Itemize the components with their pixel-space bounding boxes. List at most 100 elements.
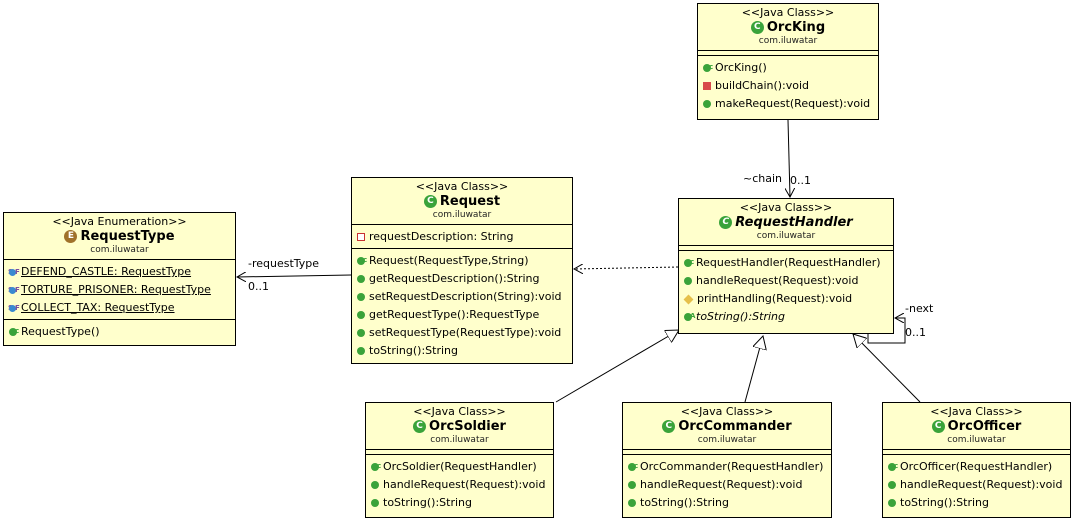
field-requestdescription: requestDescription: String [352,228,572,246]
method-handlerequest: handleRequest(Request):void [366,476,553,494]
method-handlerequest: handleRequest(Request):void [623,476,831,494]
field-defend-castle: DEFEND_CASTLE: RequestType [4,263,235,281]
association-next [867,318,906,344]
public-method-icon [357,311,365,319]
method-tostring: toString():String [883,494,1070,512]
generalization-orcofficer [853,334,921,403]
generalization-orcsoldier [555,330,679,403]
class-icon: C [662,420,676,433]
method-setrequestdescription: setRequestDescription(String):void [352,288,572,306]
class-icon: C [423,195,437,208]
protected-method-icon [683,294,694,304]
field-torture-prisoner: TORTURE_PRISONER: RequestType [4,281,235,299]
public-method-icon [684,277,692,285]
constructor-icon [888,457,898,475]
method-requesthandler-ctor: RequestHandler(RequestHandler) [679,253,893,272]
requesttype-role-label: -requestType [248,257,320,270]
package-label: com.iluwatar [90,245,149,255]
chain-multiplicity-label: 0..1 [790,174,811,187]
constructor-icon [684,253,694,271]
method-orccommander-ctor: OrcCommander(RequestHandler) [623,457,831,476]
enum-icon: E [64,230,78,243]
public-method-icon [357,275,365,283]
public-method-icon [357,347,365,355]
package-label: com.iluwatar [758,36,818,46]
constructor-icon [357,251,367,269]
method-handlerequest: handleRequest(Request):void [883,476,1070,494]
method-request-ctor: Request(RequestType,String) [352,251,572,270]
class-icon: C [413,420,427,433]
private-field-icon [357,233,365,241]
abstract-method-icon [684,307,695,325]
abstract-class-icon: C [719,216,733,229]
method-orcsoldier-ctor: OrcSoldier(RequestHandler) [366,457,553,476]
method-tostring: toString():String [352,342,572,360]
generalization-orccommander [744,336,763,403]
package-label: com.iluwatar [432,210,492,220]
next-role-label: -next [905,302,934,315]
method-buildchain: buildChain():void [698,77,878,95]
stereotype-label: <<Java Class>> [415,180,509,193]
stereotype-label: <<Java Class>> [680,405,774,418]
stereotype-label: <<Java Class>> [741,6,835,19]
method-getrequestdescription: getRequestDescription():String [352,270,572,288]
public-method-icon [628,481,636,489]
public-method-icon [888,481,896,489]
method-requesttype-ctor: RequestType() [4,322,235,341]
association-requesttype [237,275,352,277]
method-orcking-ctor: OrcKing() [698,58,878,77]
next-multiplicity-label: 0..1 [905,326,926,339]
method-printhandling: printHandling(Request):void [679,290,893,308]
method-setrequesttype: setRequestType(RequestType):void [352,324,572,342]
class-icon: C [750,21,764,34]
public-method-icon [371,499,379,507]
public-method-icon [371,481,379,489]
static-final-field-icon [8,281,20,299]
method-tostring-abstract: toString():String [679,307,893,326]
public-method-icon [703,100,711,108]
static-final-field-icon [8,263,20,281]
stereotype-label: <<Java Enumeration>> [52,215,187,228]
class-icon: C [931,420,945,433]
method-tostring: toString():String [623,494,831,512]
requesttype-multiplicity-label: 0..1 [248,280,269,293]
method-orcofficer-ctor: OrcOfficer(RequestHandler) [883,457,1070,476]
static-final-field-icon [8,299,20,317]
package-label: com.iluwatar [947,435,1006,445]
public-method-icon [628,499,636,507]
stereotype-label: <<Java Class>> [930,405,1023,418]
public-method-icon [888,499,896,507]
public-method-icon [357,329,365,337]
chain-role-label: ~chain [743,172,783,185]
method-handlerequest: handleRequest(Request):void [679,272,893,290]
field-collect-tax: COLLECT_TAX: RequestType [4,299,235,317]
method-getrequesttype: getRequestType():RequestType [352,306,572,324]
method-makerequest: makeRequest(Request):void [698,95,878,113]
constructor-icon [628,457,638,475]
package-label: com.iluwatar [697,435,757,445]
association-chain [788,119,790,197]
private-method-icon [703,82,711,90]
stereotype-label: <<Java Class>> [739,201,833,214]
public-method-icon [357,293,365,301]
stereotype-label: <<Java Class>> [413,405,506,418]
package-label: com.iluwatar [756,231,816,241]
constructor-icon [703,58,713,76]
dependency-request [574,267,679,269]
package-label: com.iluwatar [430,435,489,445]
